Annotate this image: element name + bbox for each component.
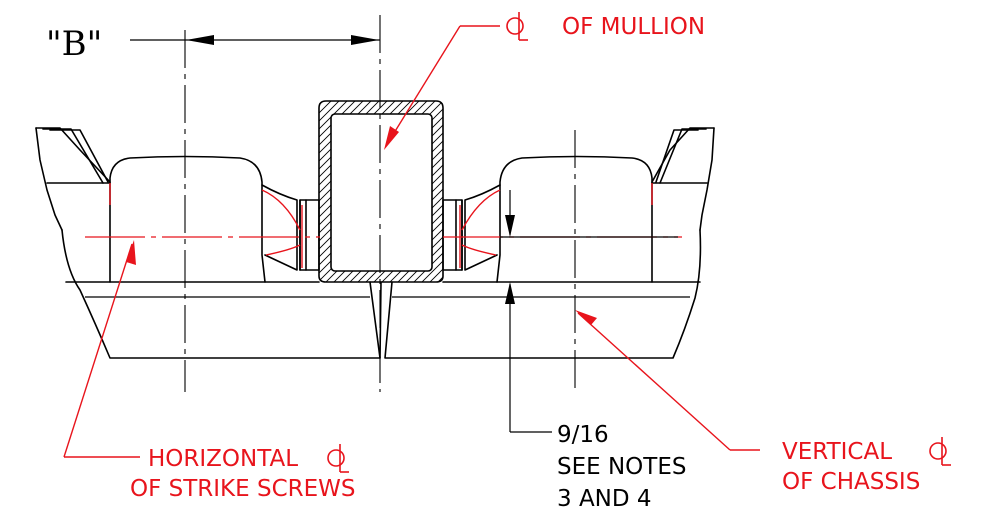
hatch-line (468, 80, 688, 300)
hatch-line (319, 101, 329, 282)
hatch-line (319, 101, 385, 282)
red-arrowhead-icon (126, 240, 136, 265)
hatch-line (319, 101, 443, 282)
hatch-line (484, 80, 704, 300)
red-construction-lines (109, 183, 653, 268)
hatch-line (319, 101, 443, 282)
dimension-b: "B" (46, 24, 380, 64)
right-horn (651, 127, 715, 231)
arrowhead-down-icon (505, 215, 515, 237)
hatch-line (444, 80, 664, 300)
hatch-line (411, 101, 443, 282)
hatch-line (460, 80, 680, 300)
hatch-line (363, 101, 443, 282)
hatch-line (319, 101, 443, 282)
centerlines (85, 15, 682, 392)
hatch-line (319, 101, 377, 282)
vertical-cl-label-line1: VERTICAL (782, 439, 892, 465)
hatch-line (339, 101, 443, 282)
hatch-line (319, 101, 369, 282)
hatch-line (319, 101, 443, 282)
hatch-line (319, 101, 443, 282)
red-arrowhead-icon (575, 310, 597, 325)
hatch-line (319, 101, 443, 282)
dimension-9-16: 9/16 SEE NOTES 3 AND 4 (505, 190, 686, 512)
hatch-line (319, 101, 361, 282)
hatch-line (319, 101, 443, 282)
hatch-line (476, 80, 696, 300)
hatch-line (371, 101, 443, 282)
centerline-symbol-icon (929, 436, 952, 466)
hatch-line (395, 101, 443, 282)
hatch-line (319, 101, 443, 282)
note-see-notes: SEE NOTES (557, 454, 686, 480)
horizontal-cl-label-line2: OF STRIKE SCREWS (130, 476, 356, 502)
hatch-line (427, 101, 443, 282)
hatch-line (319, 101, 443, 282)
vertical-cl-label-line2: OF CHASSIS (782, 469, 920, 495)
chassis-lower-body (61, 229, 702, 359)
cl-mullion-annotation: OF MULLION (384, 11, 705, 150)
note-9-16: 9/16 (557, 422, 609, 448)
centerline-symbol-icon (327, 443, 350, 473)
hatch-line (452, 80, 672, 300)
hatch-line (419, 101, 443, 282)
dimension-b-label: "B" (46, 24, 102, 64)
arrowhead-right-icon (351, 35, 379, 45)
centerline-symbol-icon (506, 11, 529, 41)
hatch-line (347, 101, 443, 282)
horizontal-cl-label-line1: HORIZONTAL (148, 446, 298, 472)
hatch-line (319, 101, 321, 282)
hatch-line (355, 101, 443, 282)
hatch-line (319, 101, 425, 282)
note-3-and-4: 3 AND 4 (557, 486, 652, 512)
left-strike-block (109, 155, 320, 283)
hatch-line (319, 101, 345, 282)
horizontal-cl-annotation: HORIZONTAL OF STRIKE SCREWS (63, 240, 356, 502)
hatch-line (403, 101, 443, 282)
left-horn (35, 127, 111, 231)
right-strike-block (442, 155, 653, 283)
cl-mullion-label: OF MULLION (562, 14, 705, 40)
red-arrowhead-icon (384, 126, 399, 150)
hatch-line (323, 101, 443, 282)
hatch-line (492, 80, 712, 300)
hatch-line (319, 101, 443, 282)
hatch-line (435, 101, 443, 282)
hatch-line (319, 101, 337, 282)
hatch-line (331, 101, 443, 282)
vertical-cl-annotation: VERTICAL OF CHASSIS (575, 310, 952, 495)
hatch-line (319, 101, 393, 282)
hatch-line (319, 101, 433, 282)
arrowhead-left-icon (186, 35, 214, 45)
hatch-line (319, 101, 409, 282)
hatch-line (319, 101, 443, 282)
arrowhead-up-icon (505, 282, 515, 304)
